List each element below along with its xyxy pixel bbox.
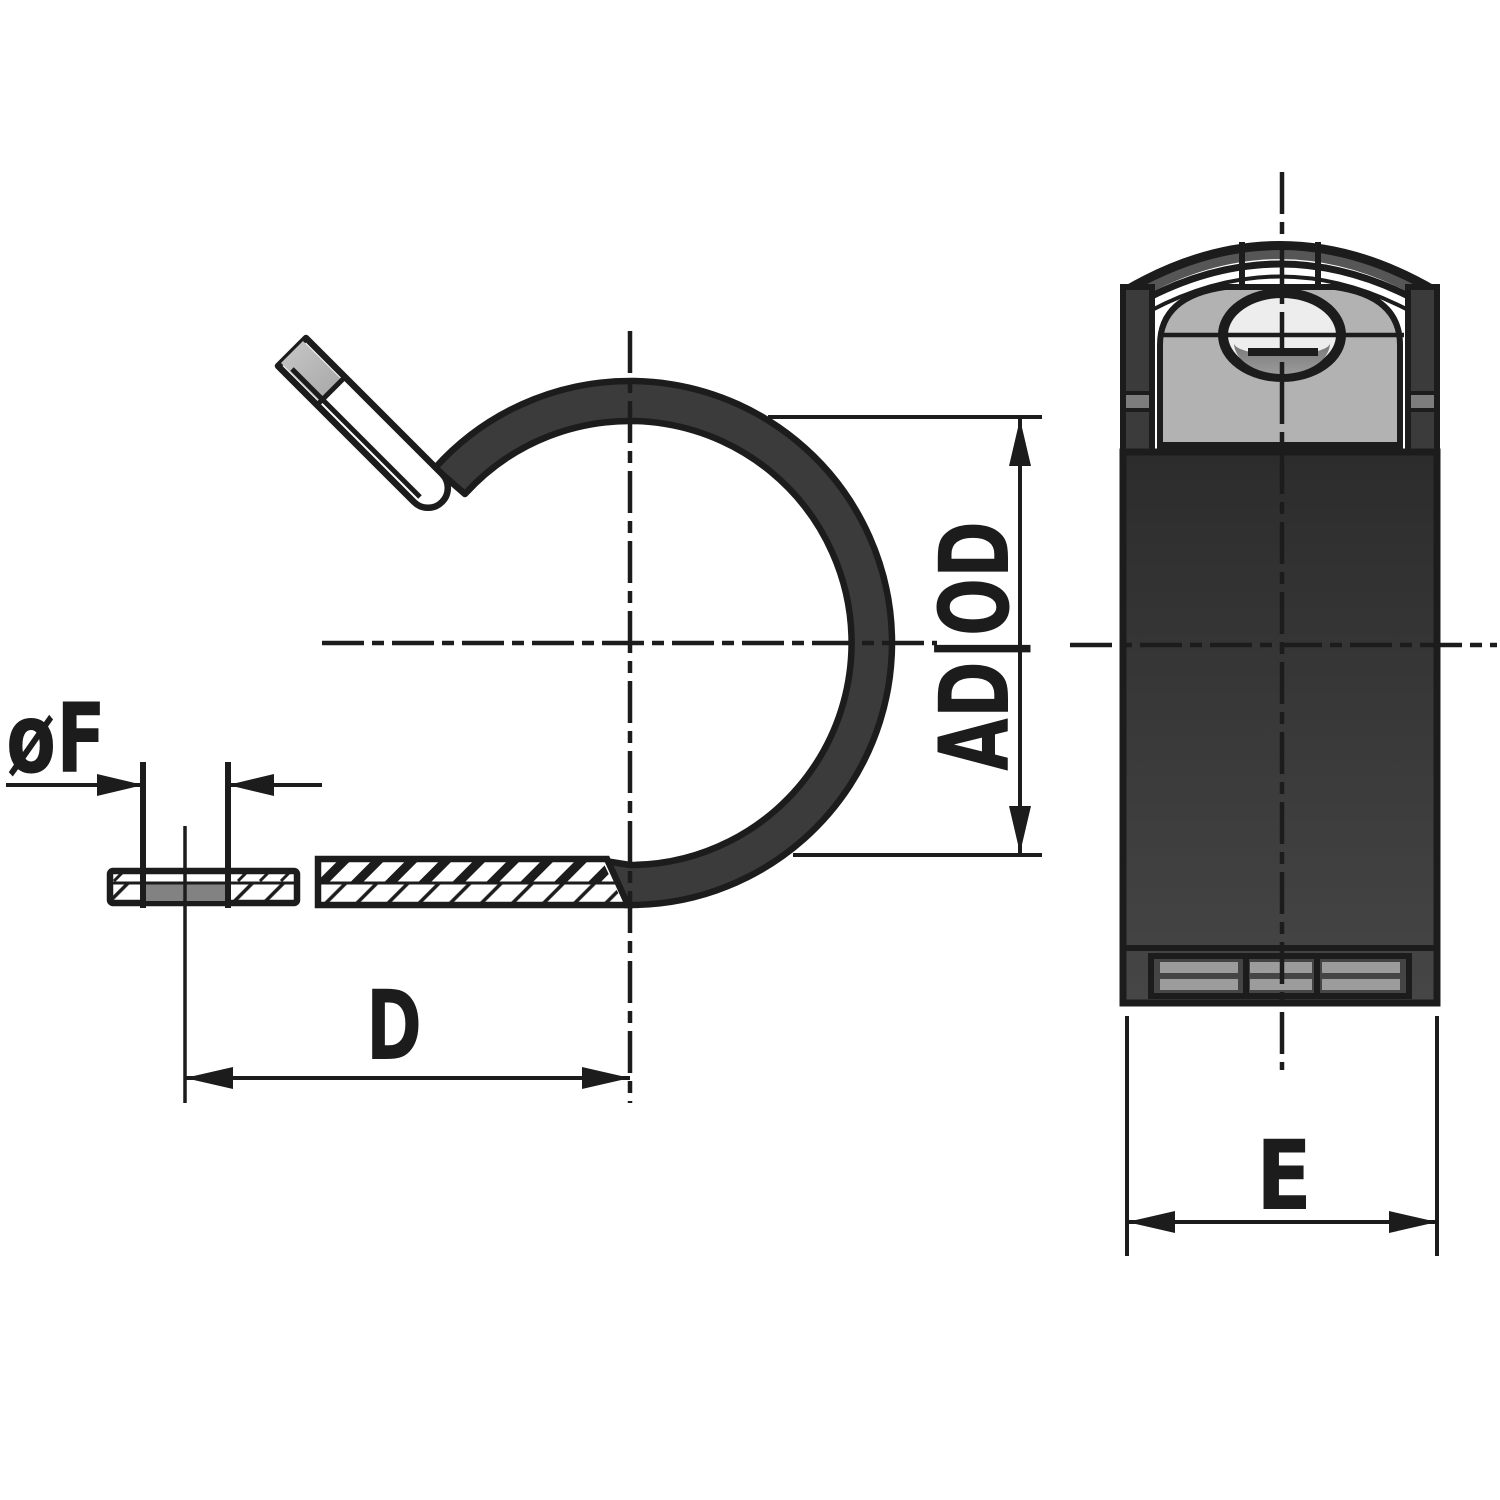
- vent-slot: [1322, 962, 1400, 973]
- foot-section-rubber: [314, 855, 634, 909]
- vent-slot: [1160, 979, 1238, 990]
- vent-slot: [1322, 979, 1400, 990]
- hole-offset-label: D: [366, 970, 422, 1082]
- front-view: øF D AD|OD: [6, 331, 1042, 1103]
- dim-hole-diameter: øF: [6, 683, 322, 1103]
- dim-hole-offset: D: [185, 970, 630, 1089]
- vent-slot: [1160, 962, 1238, 973]
- screw-hole-shadow: [1234, 343, 1330, 374]
- clamp-tail: [274, 334, 452, 512]
- vent-slot: [1250, 979, 1312, 990]
- band-width-label: E: [1256, 1120, 1312, 1232]
- inner-diameter-label: AD|OD: [919, 521, 1032, 771]
- metal-hatch: [321, 883, 623, 902]
- rubber-hatch: [321, 862, 613, 883]
- hole-diameter-label: øF: [6, 683, 106, 795]
- side-view: E: [1070, 172, 1497, 1256]
- dim-inner-diameter: AD|OD: [768, 415, 1042, 857]
- tail-fold-seam: [290, 367, 422, 499]
- tail-tip-shading: [281, 341, 342, 402]
- band-side-edges: [1120, 284, 1440, 460]
- right-edge-notch: [1411, 393, 1434, 410]
- dim-band-width: E: [1125, 1016, 1439, 1256]
- foot-section-metal: [106, 867, 301, 907]
- left-edge-notch: [1126, 393, 1149, 410]
